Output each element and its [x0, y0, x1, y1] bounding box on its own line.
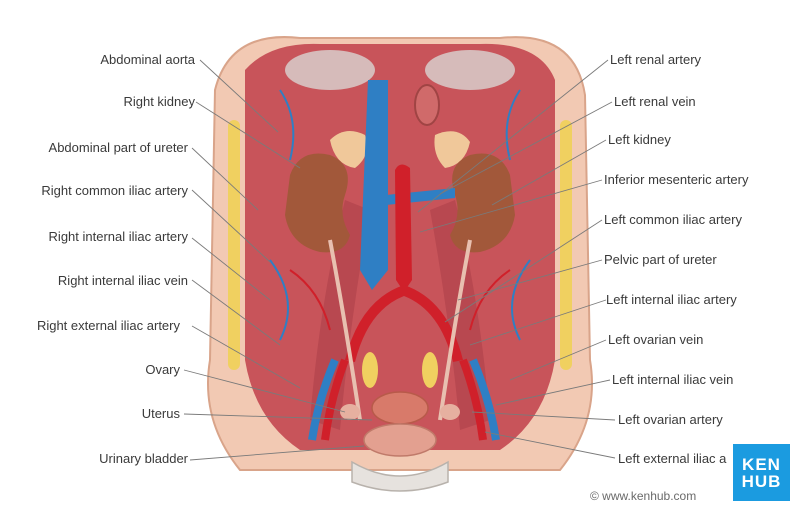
- label-left-kidney: Left kidney: [608, 132, 671, 147]
- label-pelvic-part-of-ureter: Pelvic part of ureter: [604, 252, 717, 267]
- right-flank-fat: [228, 120, 240, 370]
- label-right-common-iliac-artery: Right common iliac artery: [41, 183, 188, 198]
- left-adrenal-gland: [434, 131, 470, 168]
- left-ovary: [440, 404, 460, 420]
- label-left-renal-artery: Left renal artery: [610, 52, 702, 67]
- aorta-shape: [395, 164, 412, 292]
- left-ureter: [438, 239, 472, 421]
- label-right-external-iliac-artery: Right external iliac artery: [36, 318, 180, 333]
- label-left-ovarian-vein: Left ovarian vein: [608, 332, 704, 347]
- label-left-common-iliac-artery: Left common iliac artery: [604, 212, 742, 227]
- pubic-bone: [351, 460, 449, 492]
- leader-lines: [183, 59, 616, 461]
- logo-line-1: KEN: [742, 454, 781, 474]
- uterus: [371, 391, 429, 425]
- label-left-external-iliac-artery: Left external iliac a: [618, 451, 727, 466]
- copyright-text: © www.kenhub.com: [590, 489, 697, 503]
- label-right-internal-iliac-vein: Right internal iliac vein: [57, 273, 188, 288]
- label-uterus: Uterus: [141, 406, 180, 421]
- label-right-kidney: Right kidney: [123, 94, 195, 109]
- right-psoas: [310, 200, 370, 430]
- label-inferior-mesenteric-artery: Inferior mesenteric artery: [604, 172, 749, 187]
- right-adrenal-gland: [330, 131, 368, 168]
- urinary-bladder: [363, 423, 437, 457]
- right-ovary: [340, 404, 360, 420]
- label-left-internal-iliac-vein: Left internal iliac vein: [612, 372, 734, 387]
- kenhub-logo: KEN HUB: [733, 444, 790, 501]
- inferior-vena-cava: [360, 80, 388, 290]
- logo-line-2: HUB: [741, 471, 782, 491]
- label-left-renal-vein: Left renal vein: [614, 94, 696, 109]
- label-ovary: Ovary: [145, 362, 180, 377]
- label-right-internal-iliac-artery: Right internal iliac artery: [48, 229, 188, 244]
- right-kidney: [285, 153, 350, 253]
- left-flank-fat: [560, 120, 572, 370]
- label-left-ovarian-artery: Left ovarian artery: [618, 412, 723, 427]
- left-kidney: [450, 153, 515, 253]
- right-ureter: [328, 239, 362, 421]
- label-abdominal-aorta: Abdominal aorta: [100, 52, 195, 67]
- label-abdominal-part-of-ureter: Abdominal part of ureter: [48, 140, 188, 155]
- label-left-internal-iliac-artery: Left internal iliac artery: [606, 292, 737, 307]
- common-iliac-arteries: [345, 285, 463, 362]
- label-urinary-bladder: Urinary bladder: [99, 451, 188, 466]
